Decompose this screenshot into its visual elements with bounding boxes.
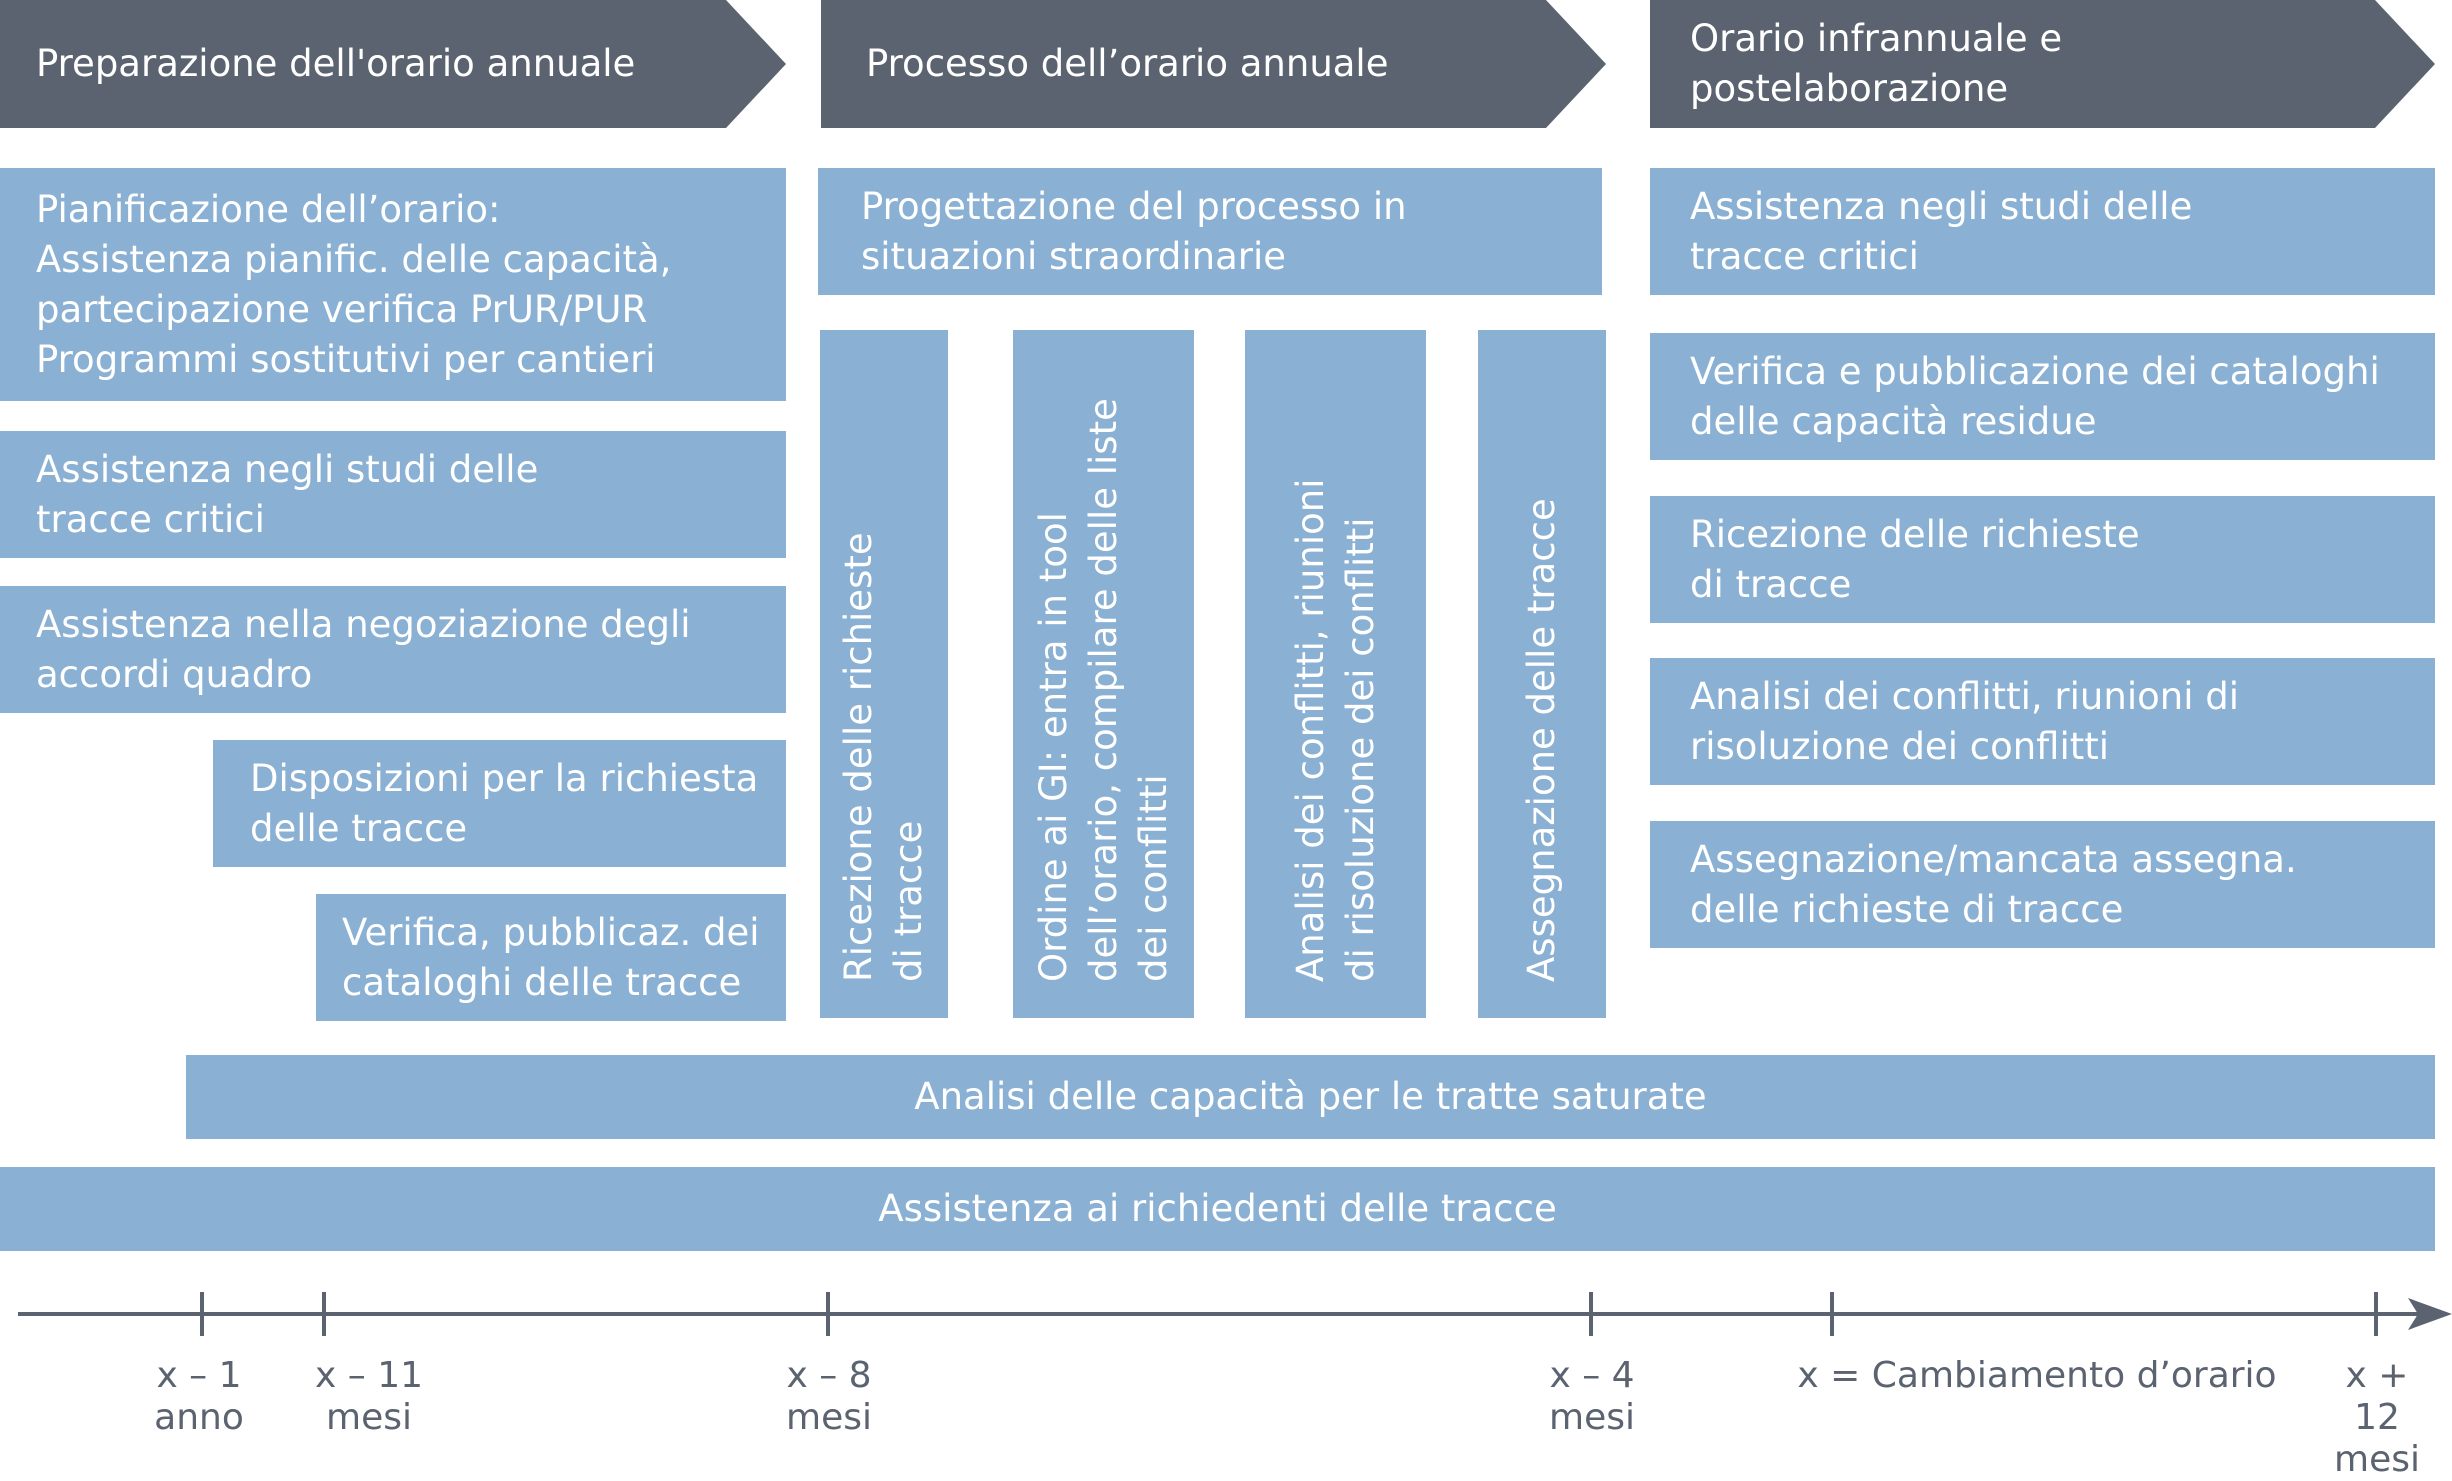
vbox-request-reception-label: Ricezione delle richieste di tracce <box>837 532 930 982</box>
timeline-label-x-4-mesi: x – 4 mesi <box>1549 1355 1635 1438</box>
box-critical-paths-study: Assistenza negli studi delle tracce crit… <box>0 431 786 558</box>
bar-capacity-analysis: Analisi delle capacità per le tratte sat… <box>186 1055 2435 1139</box>
phase-annual-process: Processo dell’orario annuale <box>821 0 1606 128</box>
box-process-design: Progettazione del processo in situazioni… <box>818 168 1602 295</box>
vbox-gi-order-label: Ordine ai GI: entra in tool dell’orario,… <box>1031 398 1175 982</box>
axis-arrow-icon <box>2408 1298 2452 1330</box>
timeline-label-x-11-mesi: x – 11 mesi <box>315 1355 423 1438</box>
timeline-label-x-8-mesi: x – 8 mesi <box>786 1355 872 1438</box>
timeline-label-x-12-mesi: x + 12 mesi <box>2334 1355 2420 1480</box>
vbox-conflict-analysis: Analisi dei conflitti, riunioni di risol… <box>1245 330 1426 1018</box>
bar-applicant-assistance: Assistenza ai richiedenti delle tracce <box>0 1167 2435 1251</box>
phase-infra-annual: Orario infrannuale e postelaborazione <box>1650 0 2435 128</box>
box-timetable-planning: Pianificazione dell’orario: Assistenza p… <box>0 168 786 401</box>
box-residual-capacity-catalogs: Verifica e pubblicazione dei cataloghi d… <box>1650 333 2435 460</box>
vbox-request-reception: Ricezione delle richieste di tracce <box>820 330 948 1018</box>
box-request-reception-2: Ricezione delle richieste di tracce <box>1650 496 2435 623</box>
box-request-assignment: Assegnazione/mancata assegna. delle rich… <box>1650 821 2435 948</box>
vbox-path-assignment-label: Assegnazione delle tracce <box>1520 498 1563 982</box>
phase-preparation: Preparazione dell'orario annuale <box>0 0 786 128</box>
vbox-path-assignment: Assegnazione delle tracce <box>1478 330 1606 1018</box>
box-conflict-analysis-2: Analisi dei conflitti, riunioni di risol… <box>1650 658 2435 785</box>
vbox-conflict-analysis-label: Analisi dei conflitti, riunioni di risol… <box>1288 478 1382 982</box>
timeline-label-change: x = Cambiamento d’orario <box>1797 1355 2277 1396</box>
timeline-axis <box>18 1292 2452 1336</box>
box-framework-negotiation: Assistenza nella negoziazione degli acco… <box>0 586 786 713</box>
box-path-catalog-publication: Verifica, pubblicaz. dei cataloghi delle… <box>316 894 786 1021</box>
vbox-gi-order: Ordine ai GI: entra in tool dell’orario,… <box>1013 330 1194 1018</box>
box-critical-paths-study-2: Assistenza negli studi delle tracce crit… <box>1650 168 2435 295</box>
timeline-label-x-1-anno: x – 1 anno <box>154 1355 244 1438</box>
box-path-request-provisions: Disposizioni per la richiesta delle trac… <box>213 740 786 867</box>
